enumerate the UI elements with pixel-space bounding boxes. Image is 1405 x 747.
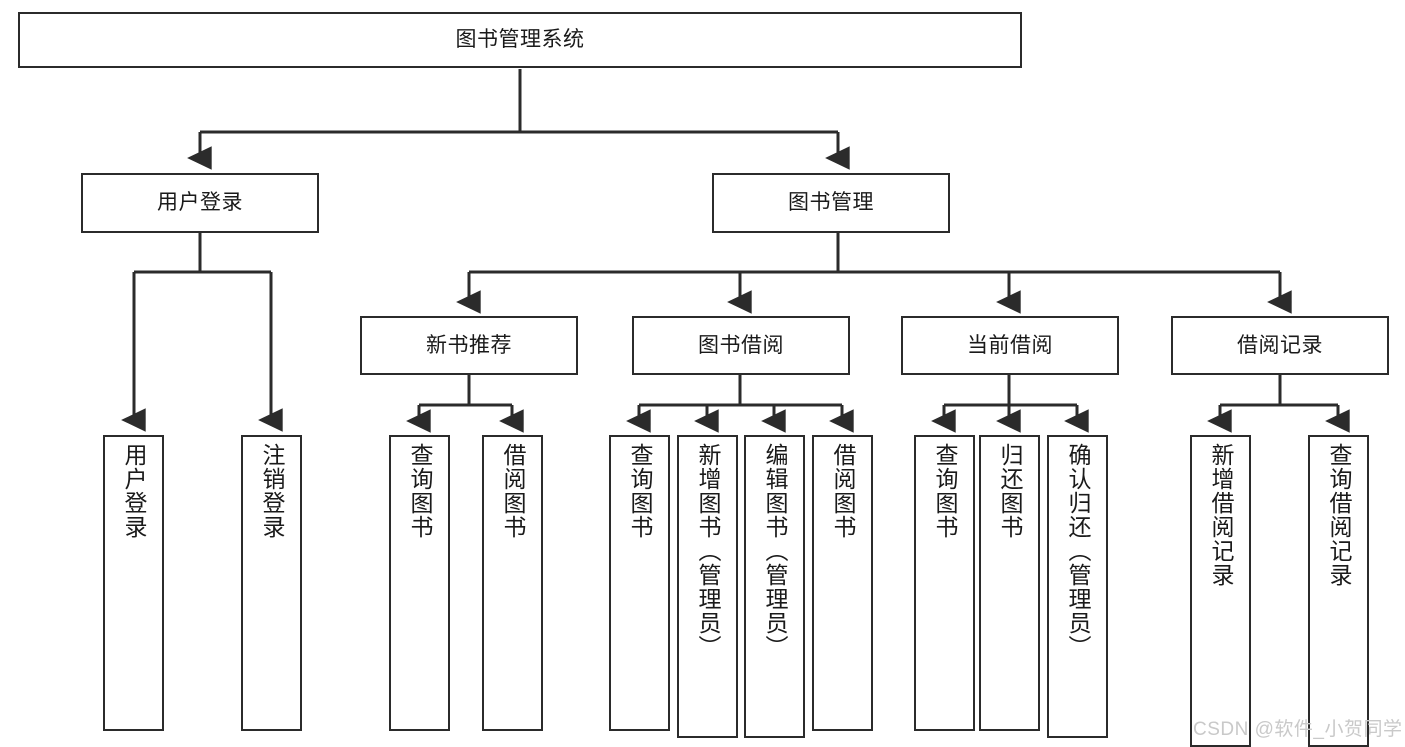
leaf-new-book-query[interactable]: 查询图书 — [389, 435, 450, 731]
leaf-label: 归还图书 — [997, 443, 1023, 539]
leaf-label: 注销登录 — [259, 443, 285, 539]
leaf-book-borrow-edit[interactable]: 编辑图书（管理员） — [744, 435, 805, 738]
leaf-current-borrow-confirm[interactable]: 确认归还（管理员） — [1047, 435, 1108, 738]
leaf-label: 用户登录 — [121, 443, 147, 539]
leaf-label: 借阅图书 — [500, 443, 526, 539]
leaf-borrow-record-query[interactable]: 查询借阅记录 — [1308, 435, 1369, 747]
leaf-current-borrow-query[interactable]: 查询图书 — [914, 435, 975, 731]
node-borrow-record-label: 借阅记录 — [1237, 333, 1323, 357]
leaf-book-borrow-query[interactable]: 查询图书 — [609, 435, 670, 731]
node-book-borrow[interactable]: 图书借阅 — [632, 316, 850, 375]
leaf-new-book-borrow[interactable]: 借阅图书 — [482, 435, 543, 731]
node-user-login-label: 用户登录 — [157, 191, 243, 215]
node-book-borrow-label: 图书借阅 — [698, 333, 784, 357]
leaf-label: 新增借阅记录 — [1208, 443, 1234, 587]
leaf-label: 新增图书（管理员） — [695, 443, 721, 659]
leaf-book-borrow-add[interactable]: 新增图书（管理员） — [677, 435, 738, 738]
node-new-book-recommend[interactable]: 新书推荐 — [360, 316, 578, 375]
node-current-borrow-label: 当前借阅 — [967, 333, 1053, 357]
node-book-management[interactable]: 图书管理 — [712, 173, 950, 233]
leaf-label: 借阅图书 — [830, 443, 856, 539]
node-borrow-record[interactable]: 借阅记录 — [1171, 316, 1389, 375]
node-root-label: 图书管理系统 — [455, 28, 585, 52]
leaf-label: 查询图书 — [932, 443, 958, 539]
node-current-borrow[interactable]: 当前借阅 — [901, 316, 1119, 375]
leaf-label: 查询图书 — [627, 443, 653, 539]
leaf-user-login-logout[interactable]: 注销登录 — [241, 435, 302, 731]
leaf-current-borrow-return[interactable]: 归还图书 — [979, 435, 1040, 731]
leaf-user-login-login[interactable]: 用户登录 — [103, 435, 164, 731]
leaf-book-borrow-lend[interactable]: 借阅图书 — [812, 435, 873, 731]
leaf-label: 查询图书 — [407, 443, 433, 539]
node-book-management-label: 图书管理 — [788, 191, 874, 215]
node-new-book-recommend-label: 新书推荐 — [426, 333, 512, 357]
node-root[interactable]: 图书管理系统 — [18, 12, 1022, 68]
leaf-label: 确认归还（管理员） — [1065, 443, 1091, 659]
leaf-label: 编辑图书（管理员） — [762, 443, 788, 659]
leaf-borrow-record-add[interactable]: 新增借阅记录 — [1190, 435, 1251, 747]
leaf-label: 查询借阅记录 — [1326, 443, 1352, 587]
node-user-login[interactable]: 用户登录 — [81, 173, 319, 233]
